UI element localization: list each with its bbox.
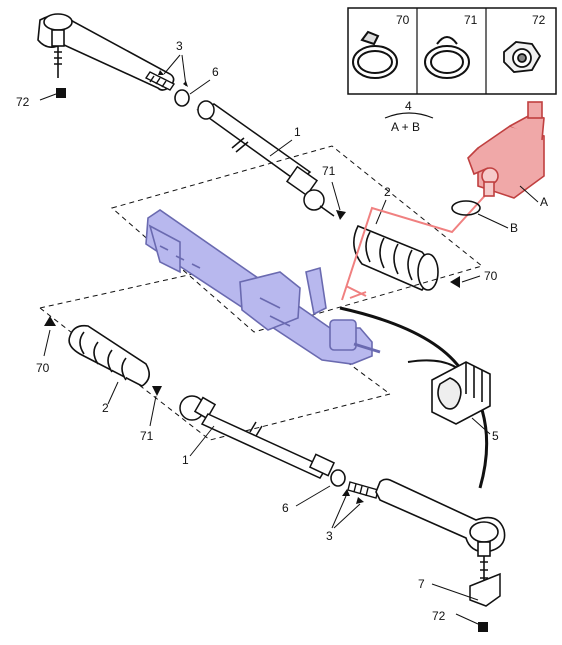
label-70-lower: 70	[36, 361, 50, 375]
clamp-70-icon	[352, 30, 398, 79]
label-72-lower: 72	[432, 609, 446, 623]
lower-threaded-stub	[347, 481, 379, 499]
valve-body-a	[467, 101, 545, 199]
upper-rubber-boot	[353, 224, 439, 291]
label-71-upper: 71	[322, 164, 336, 178]
label-1-lower: 1	[182, 453, 189, 467]
label-6-upper: 6	[212, 65, 219, 79]
label-71-lower: 71	[140, 429, 154, 443]
label-70-upper: 70	[484, 269, 498, 283]
washer-upper	[174, 89, 190, 107]
legend-label-71: 71	[464, 13, 478, 27]
tool-parts-label: A + B	[391, 120, 420, 134]
legend-label-70: 70	[396, 13, 410, 27]
rack-dashed-frame	[38, 145, 484, 441]
steering-rack-housing	[145, 209, 381, 365]
legend-label-72: 72	[532, 13, 546, 27]
label-b: B	[510, 221, 518, 235]
lower-tie-rod-end	[375, 478, 506, 600]
label-2-upper: 2	[384, 185, 391, 199]
label-72-upper: 72	[16, 95, 30, 109]
label-6-lower: 6	[282, 501, 289, 515]
tool-number-label: 4	[405, 99, 412, 113]
label-3-upper: 3	[176, 39, 183, 53]
silent-block	[431, 361, 491, 425]
label-a: A	[540, 195, 548, 209]
legend-box: 70 71 72	[347, 7, 557, 95]
upper-threaded-stub	[144, 71, 176, 91]
ball-joint-marker-lower	[478, 622, 488, 632]
upper-inner-tie-rod	[196, 100, 335, 217]
washer-lower	[330, 469, 346, 487]
upper-tie-rod-end	[37, 13, 175, 91]
nut-72-icon	[503, 41, 542, 73]
ball-joint-marker-upper	[56, 88, 66, 98]
label-7: 7	[418, 577, 425, 591]
o-ring-b	[451, 200, 481, 216]
clamp-71-icon	[424, 36, 470, 79]
label-5: 5	[492, 429, 499, 443]
lower-rubber-boot	[68, 324, 150, 387]
label-1-upper: 1	[294, 125, 301, 139]
label-2-lower: 2	[102, 401, 109, 415]
label-3-lower: 3	[326, 529, 333, 543]
lower-inner-tie-rod	[179, 395, 336, 479]
tool-bracket	[384, 112, 434, 119]
valve-to-rack-line	[341, 189, 491, 301]
